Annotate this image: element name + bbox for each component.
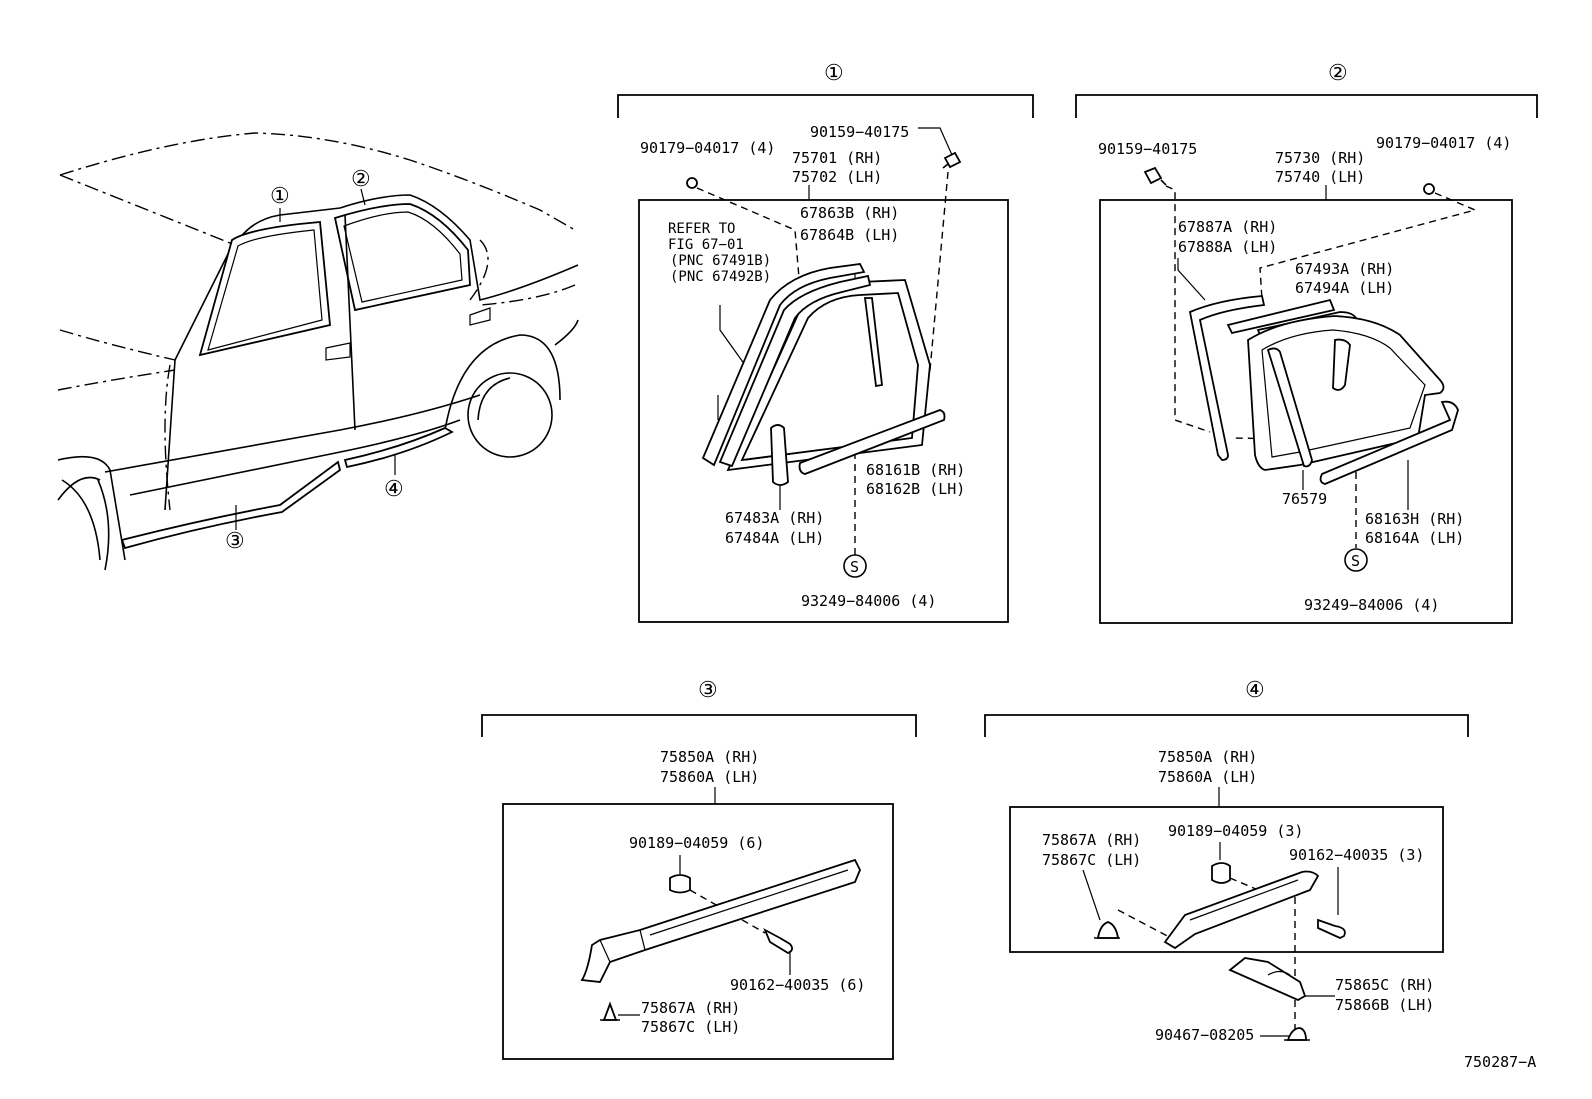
- figure-4-frame: [1009, 806, 1444, 953]
- division-bar-part: [863, 297, 883, 388]
- clip-icon: [686, 177, 698, 189]
- refer-line-3: (PNC 67491B): [670, 253, 771, 269]
- bolt-icon: [1284, 1027, 1310, 1041]
- clip-label: 90189−04059 (6): [629, 834, 764, 852]
- main-rh-label: 75850A (RH): [660, 748, 759, 766]
- pad-part: [1228, 957, 1307, 1002]
- screw-icon: [1317, 918, 1346, 939]
- main-lh-label: 75702 (LH): [792, 168, 882, 186]
- bolt-label: 90467−08205: [1155, 1026, 1254, 1044]
- fastener-icon: [1094, 921, 1120, 939]
- fastener-lh-label: 75867C (LH): [641, 1018, 740, 1036]
- clip-label: 90179−04017 (4): [1376, 134, 1511, 152]
- clip-icon: [1423, 183, 1435, 195]
- fastener-lh-label: 75867C (LH): [1042, 851, 1141, 869]
- clip-icon: [1211, 862, 1231, 884]
- fastener-rh-label: 75867A (RH): [1042, 831, 1141, 849]
- section-marker-4: ④: [1245, 678, 1265, 703]
- part-label: 76579: [1282, 490, 1327, 508]
- fastener-rh-label: 75867A (RH): [641, 999, 740, 1017]
- refer-line-4: (PNC 67492B): [670, 269, 771, 285]
- pad-rh-label: 75865C (RH): [1335, 976, 1434, 994]
- belt-rh-label: 68163H (RH): [1365, 510, 1464, 528]
- seal-rh-label: 67887A (RH): [1178, 218, 1277, 236]
- callout-4: ④: [384, 477, 404, 502]
- callout-3: ③: [225, 529, 245, 554]
- bolt-label: 90159−40175: [1098, 140, 1197, 158]
- callout-2: ②: [351, 167, 371, 192]
- seal-rh-label: 67863B (RH): [800, 204, 899, 222]
- frame-rh-label: 67493A (RH): [1295, 260, 1394, 278]
- bolt-icon: [1143, 166, 1167, 186]
- seal-lh-label: 67888A (LH): [1178, 238, 1277, 256]
- screw-label: 90162−40035 (3): [1289, 846, 1424, 864]
- s-marker-text: S: [850, 558, 859, 576]
- belt-rh-label: 68161B (RH): [866, 461, 965, 479]
- callout-1: ①: [270, 184, 290, 209]
- rocker-moulding-part: [1163, 870, 1320, 950]
- figure-3: ③ 75850A (RH) 75860A (LH) 90189−04059 (6…: [481, 678, 917, 1060]
- seal-frame-part: [1188, 295, 1266, 461]
- refer-line-2: FIG 67−01: [668, 237, 744, 253]
- section-marker-2: ②: [1328, 61, 1348, 86]
- belt-moulding-part: [798, 409, 946, 475]
- car-overview: ① ② ③ ④: [57, 132, 579, 571]
- section-marker-3: ③: [698, 678, 718, 703]
- figure-4: ④ 75850A (RH) 75860A (LH) 75867A (RH) 75…: [984, 678, 1469, 1044]
- pillar-strip-part: [1266, 347, 1313, 468]
- s-marker-icon: [1344, 548, 1368, 572]
- rocker-moulding-part: [580, 858, 861, 983]
- section-marker-1: ①: [824, 61, 844, 86]
- figure-code: 750287−A: [1464, 1053, 1536, 1071]
- screw-label: 90162−40035 (6): [730, 976, 865, 994]
- bolt-icon: [942, 151, 962, 169]
- clip-label: 90179−04017 (4): [640, 139, 775, 157]
- s-marker-text: S: [1351, 552, 1360, 570]
- refer-line-1: REFER TO: [668, 221, 735, 237]
- sash-lh-label: 67484A (LH): [725, 529, 824, 547]
- main-rh-label: 75730 (RH): [1275, 149, 1365, 167]
- pad-lh-label: 75866B (LH): [1335, 996, 1434, 1014]
- sash-rh-label: 67483A (RH): [725, 509, 824, 527]
- belt-lh-label: 68162B (LH): [866, 480, 965, 498]
- screw-label: 93249−84006 (4): [801, 592, 936, 610]
- figure-3-frame: [502, 803, 894, 1060]
- seal-strip-part: [701, 263, 872, 468]
- main-lh-label: 75860A (LH): [1158, 768, 1257, 786]
- bolt-label: 90159−40175: [810, 123, 909, 141]
- main-rh-label: 75850A (RH): [1158, 748, 1257, 766]
- clip-icon: [669, 874, 691, 894]
- screw-icon: [763, 928, 793, 955]
- seal-lh-label: 67864B (LH): [800, 226, 899, 244]
- figure-1-frame: [638, 199, 1009, 623]
- figure-1: ① 90179−04017 (4) 90159−40175 75701 (RH)…: [617, 61, 1034, 623]
- frame-lh-label: 67494A (LH): [1295, 279, 1394, 297]
- main-rh-label: 75701 (RH): [792, 149, 882, 167]
- clip-label: 90189−04059 (3): [1168, 822, 1303, 840]
- figure-2-frame: [1099, 199, 1513, 624]
- belt-moulding-part: [1319, 400, 1459, 485]
- fastener-icon: [600, 1001, 620, 1021]
- sash-part: [770, 424, 789, 486]
- main-lh-label: 75860A (LH): [660, 768, 759, 786]
- main-lh-label: 75740 (LH): [1275, 168, 1365, 186]
- belt-lh-label: 68164A (LH): [1365, 529, 1464, 547]
- figure-2: ② 90159−40175 75730 (RH) 75740 (LH) 9017…: [1075, 61, 1538, 624]
- screw-label: 93249−84006 (4): [1304, 596, 1439, 614]
